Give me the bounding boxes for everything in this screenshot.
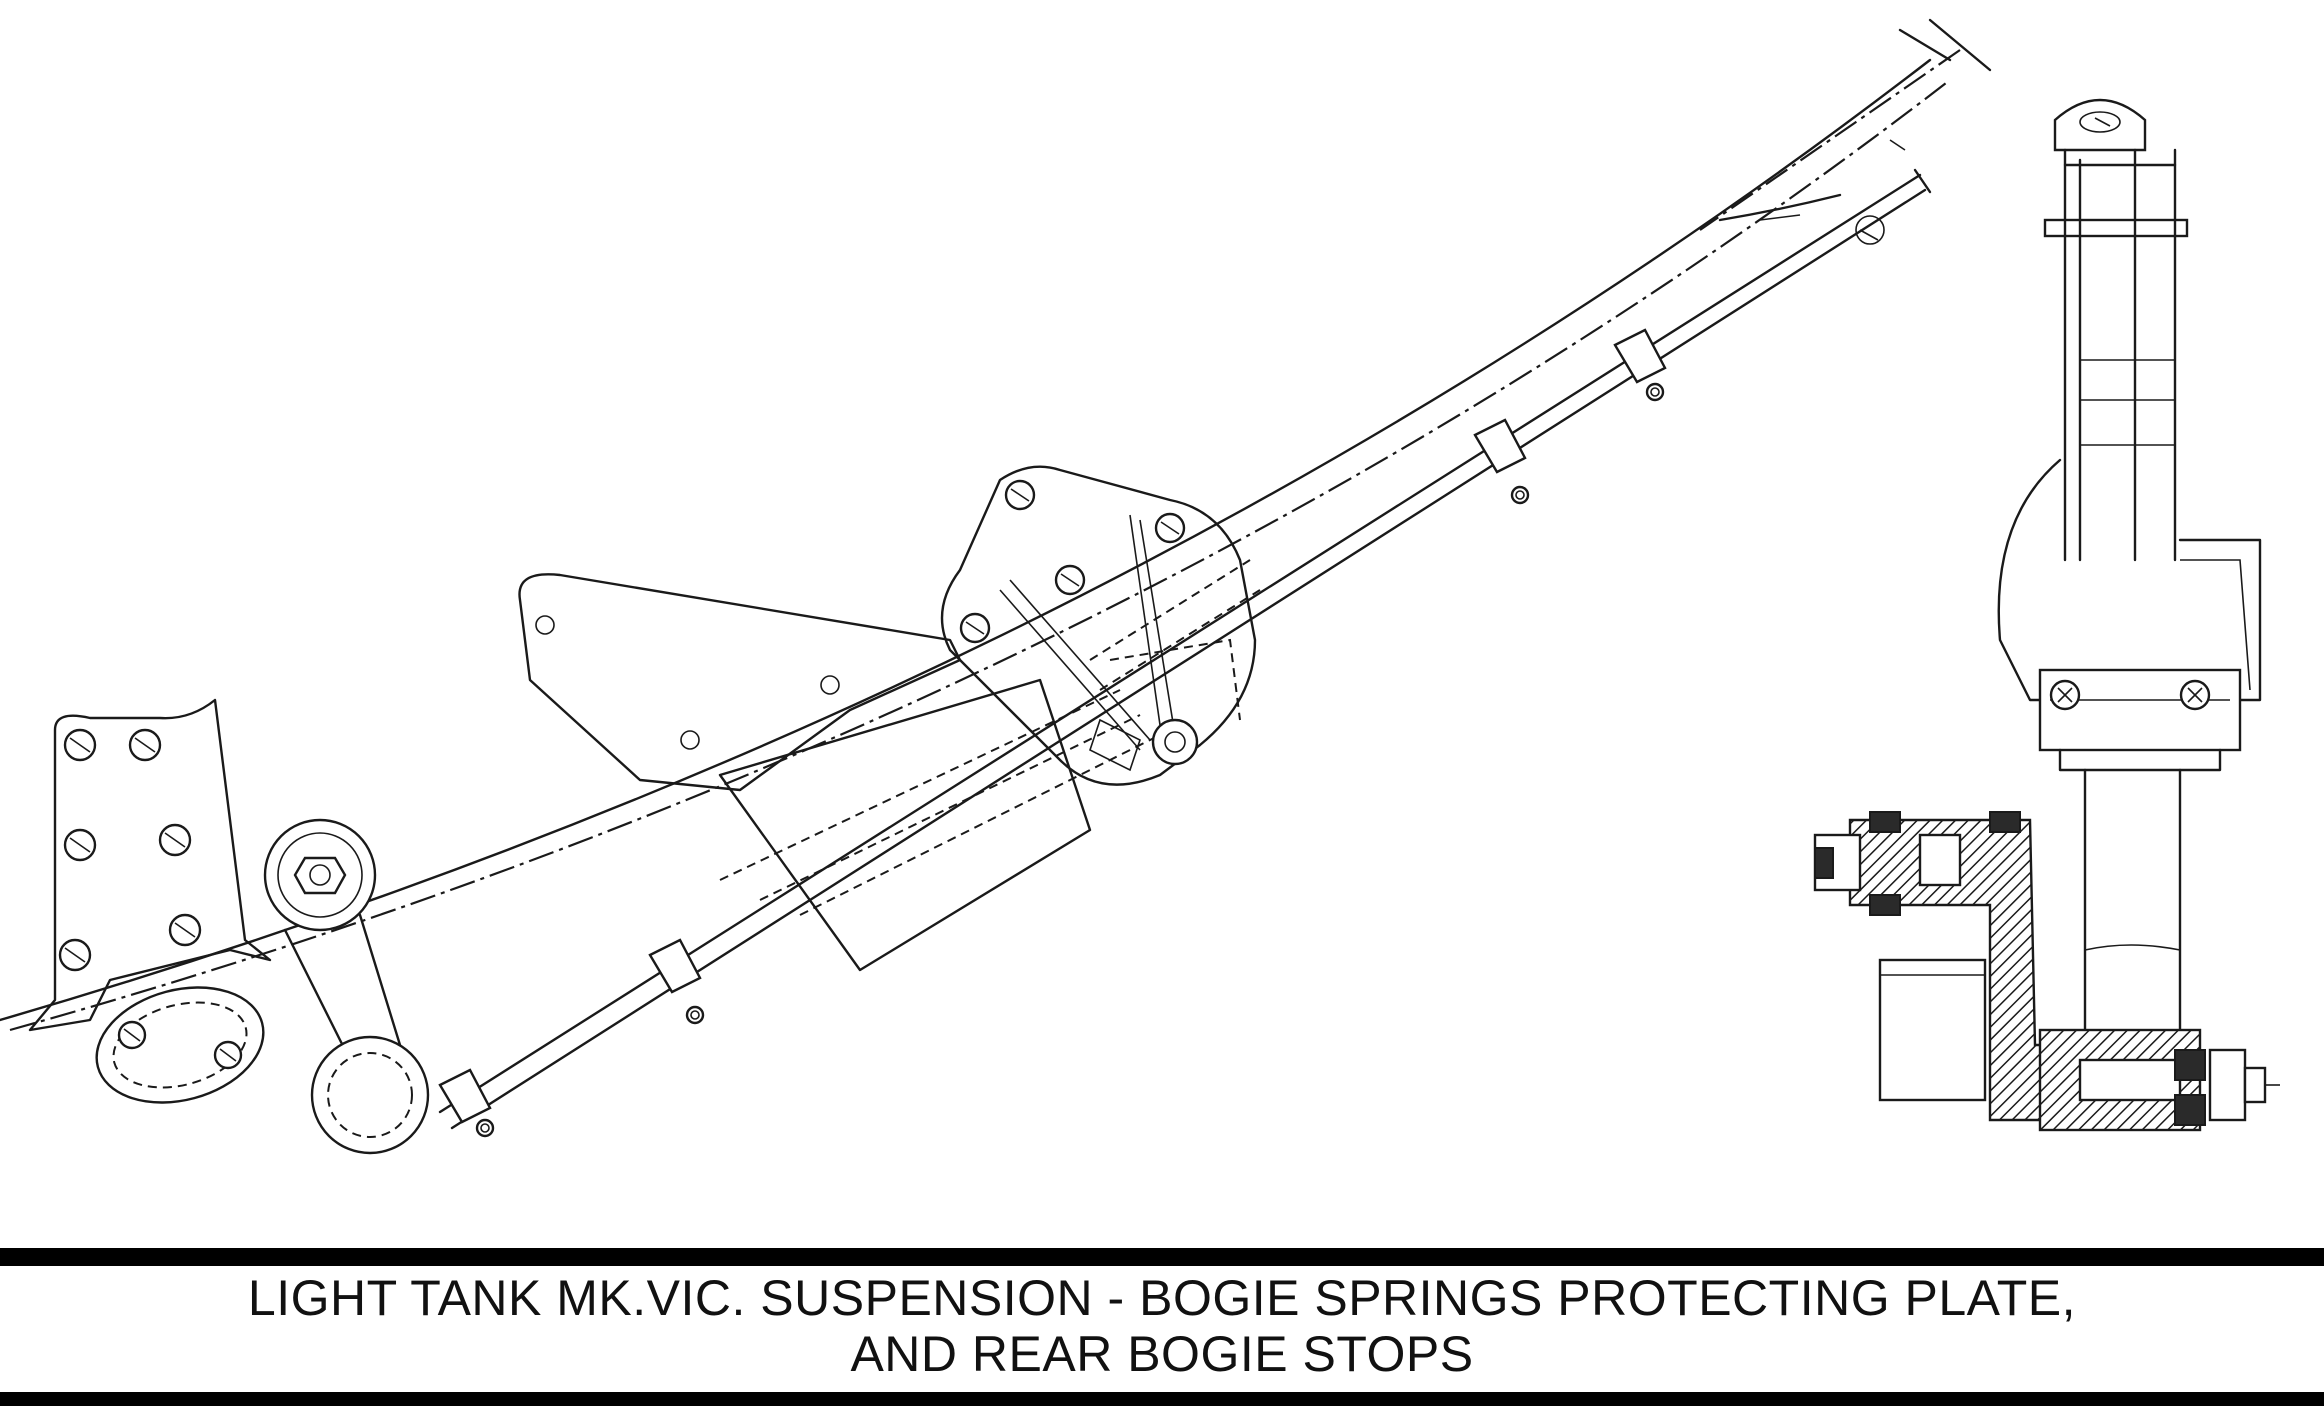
rod-clamp [648,938,705,1025]
rod-clamp [1473,418,1530,505]
bolt-icon [168,913,202,947]
spring-rod-assembly [438,168,1932,1138]
bolt-icon [2179,679,2211,711]
mounting-plate [518,573,962,792]
bolt-icon [213,1040,243,1070]
bogie-stop-assembly [1813,98,2280,1132]
figure-caption: LIGHT TANK MK.VIC. SUSPENSION - BOGIE SP… [0,1270,2324,1390]
bolt-icon [158,823,192,857]
rod-clamp [438,1068,495,1138]
rear-hull-fitting [1718,139,1906,245]
bolt-icon [1004,479,1036,511]
bolt-icon [128,728,162,762]
suspension-technical-drawing [0,18,2280,1155]
rod-clamp [1613,328,1667,402]
oval-stop-boss [95,986,265,1104]
left-bracket-plate [28,698,272,1032]
bolt-icon [63,828,97,862]
caption-rule-top [0,1248,2324,1266]
bogie-spring-bracket [940,465,1257,786]
bolt-icon [959,612,991,644]
bolt-icon [58,938,92,972]
bolt-icon [1154,512,1186,544]
caption-line-1: LIGHT TANK MK.VIC. SUSPENSION - BOGIE SP… [247,1270,2077,1326]
caption-rule-bottom [0,1392,2324,1406]
bolt-icon [117,1020,147,1050]
lower-spring-lines [719,559,1261,916]
caption-line-2: AND REAR BOGIE STOPS [850,1326,1474,1382]
bolt-icon [2049,679,2081,711]
bolt-icon [63,728,97,762]
bogie-arm-roller [263,818,430,1155]
protecting-plate [718,678,1092,972]
bolt-icon [1054,564,1086,596]
